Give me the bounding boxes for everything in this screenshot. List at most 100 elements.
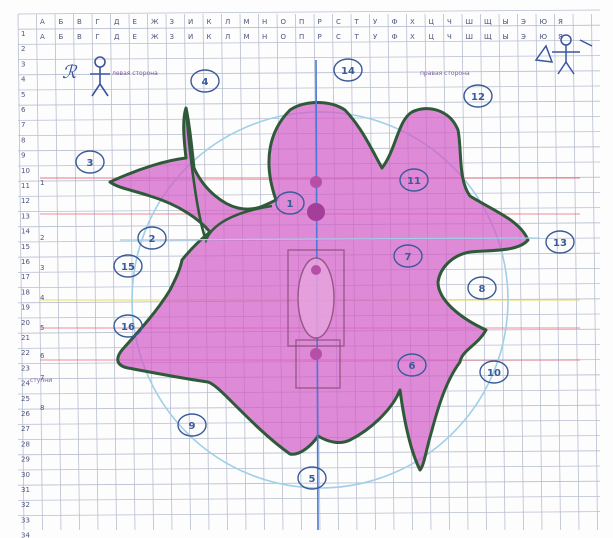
row-number: 19	[21, 304, 30, 312]
side-number: 6	[40, 352, 45, 360]
header-letter: Ф	[392, 18, 398, 26]
point-dot-4	[310, 348, 322, 360]
header-letter: Ч	[447, 18, 452, 26]
header-letter: К	[207, 18, 212, 26]
header-letter: Д	[114, 18, 120, 26]
callout-number: 9	[189, 421, 196, 432]
row-number: 11	[21, 182, 30, 190]
header-letter: Х	[410, 18, 415, 26]
header-letter: Ц	[429, 33, 435, 41]
callout-number: 15	[121, 262, 135, 273]
callout-number: 2	[149, 234, 156, 245]
side-number: 8	[40, 404, 44, 412]
header-letter: Ц	[429, 18, 435, 26]
header-letter: Э	[521, 18, 526, 26]
row-number: 12	[21, 197, 30, 205]
row-number: 25	[21, 395, 30, 403]
header-letter: Щ	[484, 33, 492, 41]
row-number: 18	[21, 288, 30, 296]
row-number: 32	[21, 501, 30, 509]
row-number: 29	[21, 456, 30, 464]
side-number: 4	[40, 294, 45, 302]
header-letter: И	[188, 33, 193, 41]
header-letter: Л	[225, 18, 230, 26]
header-letter: Р	[318, 33, 322, 41]
callout-number: 6	[409, 361, 416, 372]
callout-number: 3	[87, 158, 94, 169]
header-letter: Е	[133, 33, 137, 41]
row-number: 21	[21, 334, 30, 342]
callout-number: 10	[487, 368, 501, 379]
callout-number: 12	[471, 92, 485, 103]
callout-number: 8	[479, 284, 486, 295]
row-number: 10	[21, 167, 30, 175]
header-letter: Ж	[151, 18, 159, 26]
left-marker: ℛ	[62, 62, 78, 83]
header-letter: С	[336, 33, 341, 41]
header-letter: Ю	[540, 18, 548, 26]
row-number: 26	[21, 410, 30, 418]
header-letter: Ю	[540, 33, 548, 41]
row-number: 4	[21, 76, 26, 84]
row-number: 6	[21, 106, 26, 114]
row-number: 9	[21, 152, 25, 160]
point-dot-2	[307, 203, 325, 221]
row-number: 30	[21, 471, 30, 479]
header-letter: Э	[521, 33, 526, 41]
header-letter: В	[77, 18, 82, 26]
row-number: 22	[21, 349, 30, 357]
header-letter: А	[40, 18, 45, 26]
row-number: 5	[21, 91, 25, 99]
side-number: 1	[40, 179, 44, 187]
header-letter: Г	[96, 33, 100, 41]
row-number: 3	[21, 60, 25, 68]
header-letter: У	[373, 33, 378, 41]
header-letter: Р	[318, 18, 322, 26]
header-letter: М	[244, 18, 250, 26]
header-letter: О	[281, 18, 287, 26]
header-letter: Ы	[503, 18, 509, 26]
header-letter: И	[188, 18, 193, 26]
row-number: 1	[21, 30, 25, 38]
header-letter: К	[207, 33, 212, 41]
header-letter: Ж	[151, 33, 159, 41]
header-letter: Н	[262, 18, 267, 26]
row-number: 17	[21, 273, 30, 281]
right-side-note: правая сторона	[420, 70, 470, 77]
header-letter: Т	[354, 33, 360, 41]
header-letter: П	[299, 18, 304, 26]
callout-number: 7	[405, 252, 412, 263]
row-number: 31	[21, 486, 30, 494]
row-number: 8	[21, 136, 25, 144]
header-letter: Ч	[447, 33, 452, 41]
header-letter: Щ	[484, 18, 492, 26]
header-letter: Д	[114, 33, 120, 41]
point-dot-3	[311, 265, 321, 275]
row-number: 7	[21, 121, 25, 129]
callout-number: 5	[309, 474, 316, 485]
header-letter: Ш	[466, 33, 474, 41]
header-letter: Ф	[392, 33, 398, 41]
header-letter: З	[170, 33, 175, 41]
left-side-note: левая сторона	[112, 70, 158, 77]
header-letter: Я	[558, 18, 563, 26]
bottom-left-label: ступни	[30, 377, 52, 384]
callout-number: 11	[407, 176, 421, 187]
header-letter: М	[244, 33, 250, 41]
callout-number: 4	[202, 77, 209, 88]
side-number: 3	[40, 264, 44, 272]
row-number: 33	[21, 516, 30, 524]
header-letter: С	[336, 18, 341, 26]
header-letter: Л	[225, 33, 230, 41]
header-letter: Б	[59, 18, 64, 26]
header-letter: Х	[410, 33, 415, 41]
header-letter: Н	[262, 33, 267, 41]
header-letter: Б	[59, 33, 64, 41]
row-number: 13	[21, 212, 30, 220]
header-letter: В	[77, 33, 82, 41]
side-number: 2	[40, 234, 44, 242]
header-letter: Е	[133, 18, 137, 26]
